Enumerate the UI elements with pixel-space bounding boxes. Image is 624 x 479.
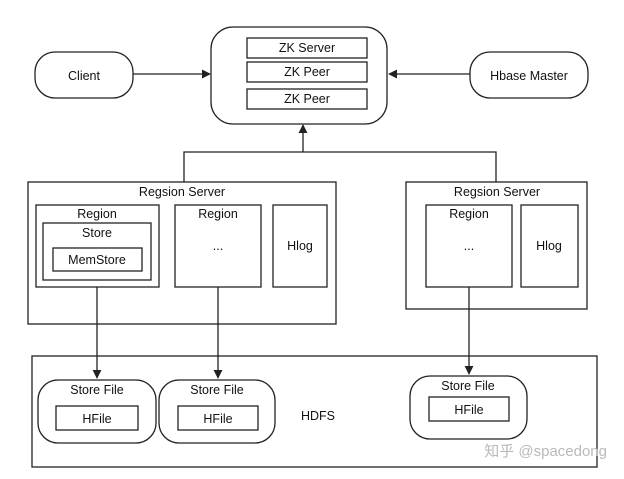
memstore-label: MemStore [68, 253, 126, 267]
zk-peer-label: ZK Peer [284, 92, 330, 106]
client-node: Client [34, 51, 134, 99]
store-file-label: Store File [441, 379, 495, 393]
hlog-label: Hlog [287, 239, 313, 253]
region-label: Region [77, 207, 117, 221]
hlog-label: Hlog [536, 239, 562, 253]
hbase-master-label: Hbase Master [490, 69, 568, 83]
hfile-label: HFile [203, 412, 232, 426]
region-server-left: Regsion Server Region Store MemStore Reg… [27, 181, 337, 325]
client-label: Client [68, 69, 100, 83]
hfile-label: HFile [454, 403, 483, 417]
store-file-label: Store File [190, 383, 244, 397]
zk-server-label: ZK Server [279, 41, 335, 55]
region-ellipsis: ... [464, 239, 474, 253]
region-servers-connector [183, 151, 497, 182]
store-file-label: Store File [70, 383, 124, 397]
hfile-label: HFile [82, 412, 111, 426]
region-server-title: Regsion Server [139, 185, 225, 199]
store-label: Store [82, 226, 112, 240]
region-label: Region [198, 207, 238, 221]
zk-peer-label: ZK Peer [284, 65, 330, 79]
watermark: 知乎 @spacedong [484, 443, 607, 460]
zookeeper-cluster: ZK Server ZK Peer ZK Peer [210, 26, 388, 125]
region-server-right: Regsion Server Region ... Hlog [405, 181, 588, 310]
hdfs-container: HDFS Store File HFile Store File HFile S… [31, 355, 598, 468]
region-server-title: Regsion Server [454, 185, 540, 199]
hbase-master-node: Hbase Master [469, 51, 589, 99]
region-label: Region [449, 207, 489, 221]
hdfs-label: HDFS [301, 409, 335, 423]
region-ellipsis: ... [213, 239, 223, 253]
